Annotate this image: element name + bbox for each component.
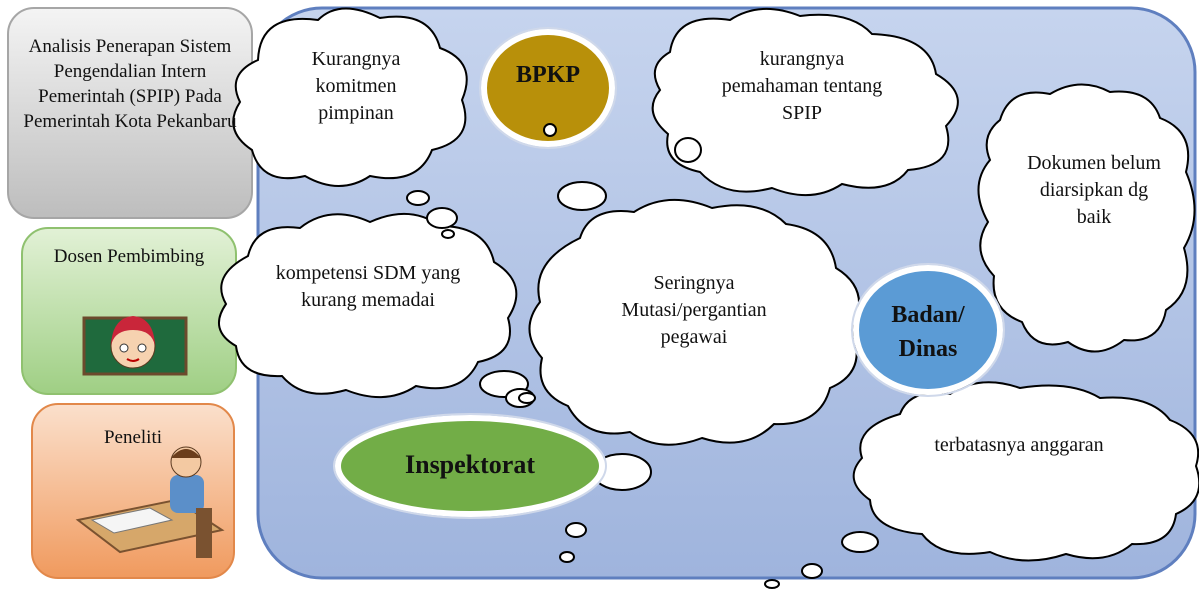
issue-dokumen: Dokumen belum diarsipkan dg baik [1027, 152, 1161, 228]
cloud-kompetensi [217, 212, 518, 399]
trail-kompetensi-3 [518, 392, 536, 404]
issue-anggaran: terbatasnya anggaran [934, 434, 1104, 456]
issue-komitmen: Kurangnya komitmen pimpinan [311, 48, 401, 124]
title-box-text: Analisis Penerapan Sistem Pengendalian I… [23, 36, 237, 132]
title-box: Analisis Penerapan Sistem Pengendalian I… [18, 34, 242, 134]
researcher-box: Peneliti [52, 425, 214, 450]
inspektorat-label: Inspektorat [404, 450, 535, 479]
trail-komitmen-3 [406, 190, 430, 206]
trail-komitmen-2 [426, 207, 458, 229]
badan-dinas-label: Badan/ Dinas [891, 302, 965, 362]
trail-anggaran-1 [841, 531, 879, 553]
supervisor-box: Dosen Pembimbing [52, 244, 206, 269]
trail-komitmen-1 [557, 181, 607, 211]
bpkp-oval-dot [543, 123, 557, 137]
trail-insp-2 [565, 522, 587, 538]
cloud-mutasi [528, 199, 861, 446]
inspektorat-oval [335, 415, 605, 517]
cloud-komitmen [232, 7, 468, 187]
supervisor-illustration [82, 316, 188, 376]
supervisor-box-text: Dosen Pembimbing [53, 246, 205, 267]
issue-pemahaman: kurangnya pemahaman tentang SPIP [721, 48, 883, 124]
cloud-pemahaman [651, 7, 959, 197]
badan-dinas-oval [853, 265, 1003, 395]
cloud-dokumen [977, 83, 1196, 353]
researcher-box-text: Peneliti [103, 427, 163, 448]
issue-kompetensi: kompetensi SDM yang kurang memadai [275, 262, 461, 311]
bpkp-oval [481, 29, 615, 147]
trail-pemahaman-1 [674, 137, 702, 163]
trail-anggaran-3 [764, 579, 780, 589]
trail-insp-3 [559, 551, 575, 563]
trail-anggaran-2 [801, 563, 823, 579]
issue-mutasi: Seringnya Mutasi/pergantian pegawai [621, 272, 767, 348]
trail-komitmen-4 [441, 229, 455, 239]
bpkp-label: BPKP [516, 62, 580, 88]
researcher-illustration [75, 446, 225, 558]
cloud-anggaran [852, 381, 1199, 562]
